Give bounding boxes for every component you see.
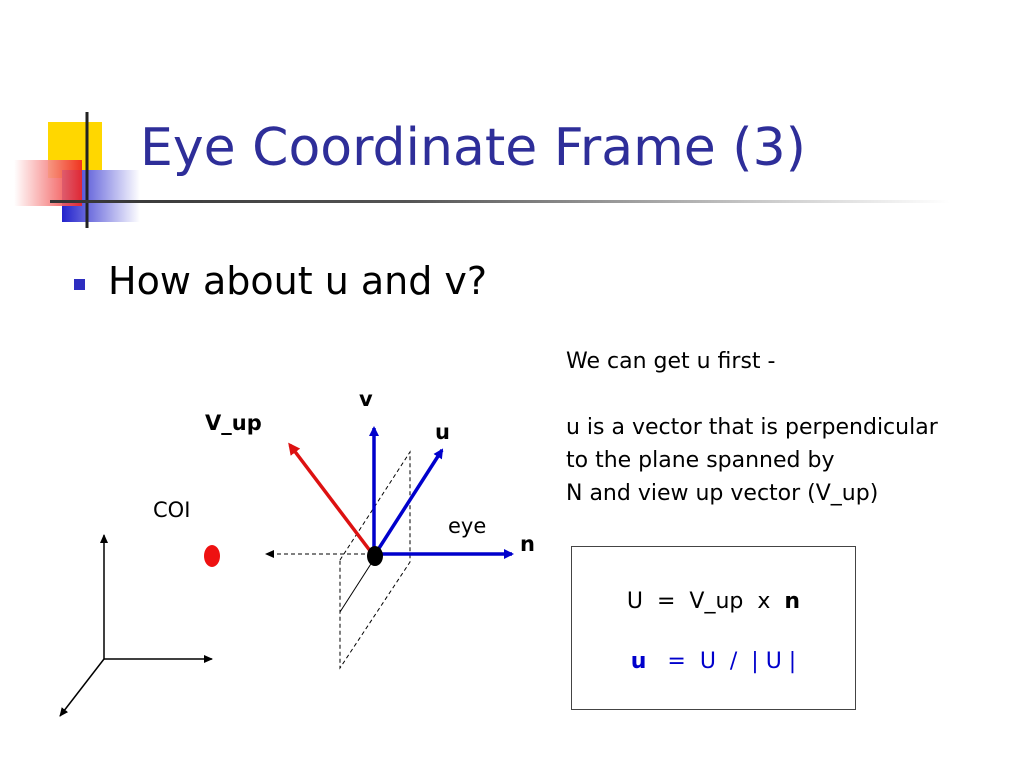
- plane-inner-line: [339, 555, 377, 613]
- label-n: n: [520, 532, 535, 556]
- formula-u-symbol: u: [630, 649, 647, 674]
- label-coi: COI: [153, 498, 191, 522]
- formula-u-suffix: = U / | U |: [646, 649, 797, 674]
- title-underline: [50, 200, 950, 203]
- formula-U-prefix: U = V_up x: [626, 589, 785, 614]
- formula-U-n: n: [784, 589, 801, 614]
- corner-decoration: [14, 112, 140, 228]
- u-vector: [372, 448, 444, 557]
- eye-point: [367, 546, 383, 566]
- bullet-text: How about u and v?: [108, 259, 488, 303]
- slide-title: Eye Coordinate Frame (3): [140, 118, 806, 178]
- formula-U: U = V_up x n: [572, 589, 855, 614]
- explanation-line-4: N and view up vector (V_up): [566, 481, 879, 506]
- explanation-line-1: We can get u first -: [566, 349, 776, 374]
- explanation-line-2: u is a vector that is perpendicular: [566, 415, 938, 440]
- label-vup: V_up: [205, 411, 262, 435]
- deco-red-square: [14, 160, 82, 206]
- label-eye: eye: [448, 514, 487, 538]
- label-u: u: [435, 420, 450, 444]
- label-v: v: [359, 387, 373, 411]
- formula-u-normalized: u = U / | U |: [572, 649, 855, 674]
- bullet-marker: [74, 279, 85, 290]
- formula-box: U = V_up x n u = U / | U |: [571, 546, 856, 710]
- coi-point: [204, 545, 220, 567]
- world-axis-z: [59, 658, 105, 717]
- vup-vector: [288, 442, 376, 558]
- view-plane: [339, 450, 411, 670]
- explanation-line-3: to the plane spanned by: [566, 448, 835, 473]
- explanation-text: We can get u first - u is a vector that …: [566, 345, 938, 510]
- explanation-spacer: [566, 378, 938, 411]
